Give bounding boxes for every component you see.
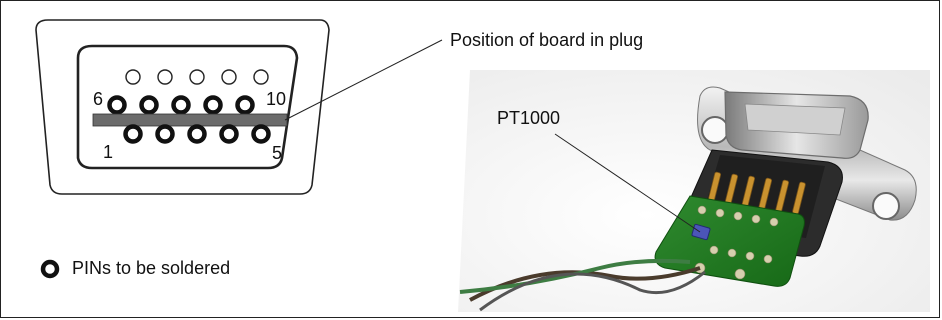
unused-pin bbox=[125, 69, 141, 85]
solder-pin-row-bottom bbox=[123, 124, 271, 144]
unused-pin bbox=[221, 69, 237, 85]
callout-pt1000: PT1000 bbox=[497, 108, 561, 128]
solder-pin bbox=[251, 124, 271, 144]
unused-pin bbox=[189, 69, 205, 85]
solder-pin-row-top bbox=[107, 95, 255, 115]
legend-pin-icon bbox=[40, 259, 60, 279]
solder-pin bbox=[203, 95, 223, 115]
pin-label-6: 6 bbox=[93, 89, 104, 109]
solder-pin bbox=[171, 95, 191, 115]
solder-pin bbox=[123, 124, 143, 144]
connector-photo bbox=[458, 70, 930, 312]
solder-pin bbox=[139, 95, 159, 115]
unused-pin-row bbox=[125, 69, 269, 85]
leader-line-board bbox=[284, 39, 443, 121]
solder-pin bbox=[219, 124, 239, 144]
solder-pin bbox=[107, 95, 127, 115]
pin-label-10: 10 bbox=[266, 89, 287, 109]
unused-pin bbox=[157, 69, 173, 85]
solder-pin bbox=[235, 95, 255, 115]
pin-label-5: 5 bbox=[272, 143, 283, 163]
solder-pin bbox=[187, 124, 207, 144]
leader-line-pt1000 bbox=[554, 133, 701, 233]
callout-board-position: Position of board in plug bbox=[450, 30, 644, 50]
solder-pin bbox=[155, 124, 175, 144]
pin-label-1: 1 bbox=[103, 142, 114, 162]
unused-pin bbox=[253, 69, 269, 85]
connector-outer-shell bbox=[35, 19, 330, 195]
connector-inner-body bbox=[76, 44, 299, 170]
legend-label: PINs to be soldered bbox=[72, 258, 231, 278]
board-strip bbox=[92, 113, 288, 127]
